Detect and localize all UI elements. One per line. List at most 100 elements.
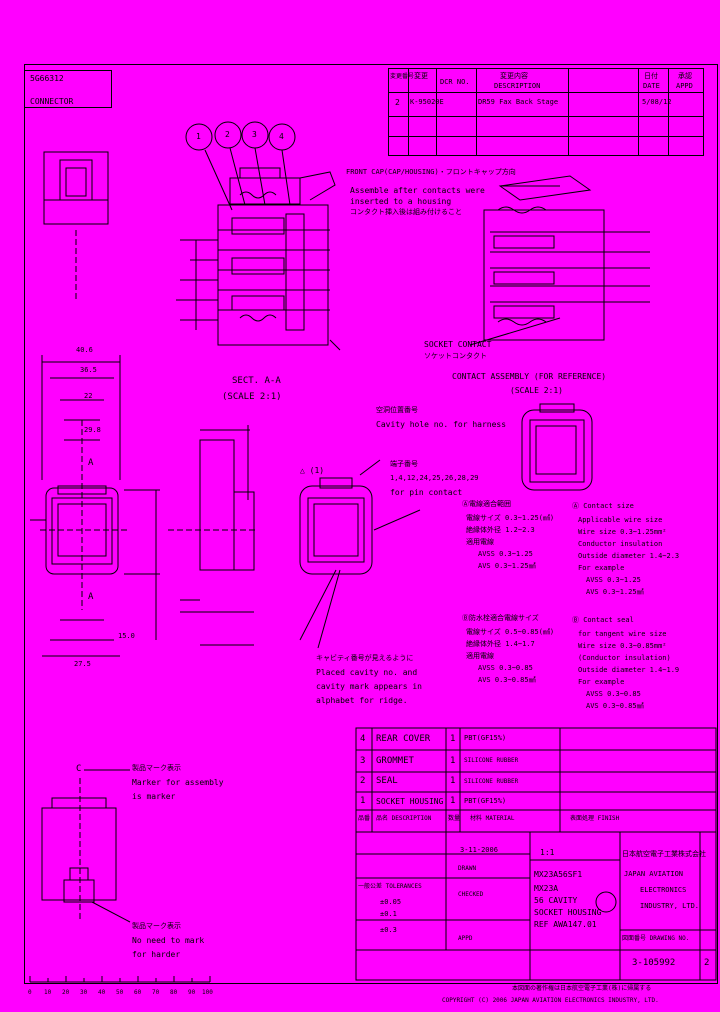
drawing-no-label: 図面番号 DRAWING NO. — [622, 935, 690, 942]
rev-col-content: 変更内容 — [500, 72, 528, 80]
en-a-4: Outside diameter 1.4~2.3 — [578, 552, 680, 560]
part-name-2: SEAL — [376, 776, 398, 786]
mark-note-2: cavity mark appears in — [316, 682, 422, 691]
mark-note-3: alphabet for ridge. — [316, 696, 408, 705]
assembly-note-1: Assemble after contacts were — [350, 186, 485, 195]
front-cap-label: FRONT CAP(CAP/HOUSING)・フロントキャップ方向 — [346, 168, 516, 176]
parts-hdr-desc: 品名 DESCRIPTION — [376, 815, 432, 822]
callout-4: 4 — [279, 132, 284, 141]
contact-assembly-drawing — [469, 175, 650, 346]
en-b-7: AVS 0.3~0.85㎟ — [586, 702, 644, 710]
tolerance-1: ±0.05 — [380, 898, 402, 906]
lower-label-c: C — [76, 764, 82, 774]
jp-b-4: AVSS 0.3~0.85 — [478, 664, 533, 672]
cavity-grid — [57, 425, 577, 557]
ruler-40: 40 — [98, 989, 106, 996]
tolerance-3: ±0.3 — [380, 926, 397, 934]
tolerance-label: 一般公差 TOLERANCES — [358, 883, 422, 890]
ruler-10: 10 — [44, 989, 52, 996]
title-drawn: DRAWN — [458, 865, 477, 872]
title-name-3: SOCKET HOUSING — [534, 908, 602, 917]
cavity-note-jp: 空洞位置番号 — [376, 406, 418, 414]
part-no-2: 2 — [360, 776, 366, 786]
jp-a-4: AVSS 0.3~1.25 — [478, 550, 533, 558]
company-1: JAPAN AVIATION — [624, 870, 684, 878]
ruler-20: 20 — [62, 989, 70, 996]
part-qty-1: 1 — [450, 796, 456, 806]
en-b-3: (Conductor insulation) — [578, 654, 671, 662]
section-title: SECT. A-A — [232, 376, 281, 386]
en-b-1: for tangent wire size — [578, 630, 667, 638]
doc-number-box — [24, 70, 112, 108]
title-scale: 1:1 — [540, 848, 555, 857]
revision-table — [388, 68, 704, 156]
ruler-0: 0 — [28, 989, 32, 996]
jp-b-5: AVS 0.3~0.85㎟ — [478, 676, 536, 684]
ruler-70: 70 — [152, 989, 160, 996]
title-name-2: 56 CAVITY — [534, 896, 578, 905]
section-mark-a-top: A — [88, 458, 94, 468]
part-qty-2: 1 — [450, 776, 456, 786]
jp-b-1: 電線サイズ 0.5~0.85(㎟) — [466, 628, 555, 636]
company-3: INDUSTRY, LTD. — [640, 902, 700, 910]
marker-2: is marker — [132, 792, 176, 801]
mark-note-jp: キャビティ番号が見えるように — [316, 654, 414, 662]
jp-a-title: Ⓐ電線適合範囲 — [462, 500, 511, 508]
socket-contact-label: SOCKET CONTACT — [424, 340, 492, 349]
contact-assembly-label: CONTACT ASSEMBLY (FOR REFERENCE) — [452, 372, 607, 381]
contact-pos: 1,4,12,24,25,26,28,29 — [390, 474, 479, 482]
jp-b-title: Ⓑ防水栓適合電線サイズ — [462, 614, 539, 622]
sheet-no: 2 — [704, 958, 710, 968]
ruler-100: 100 — [202, 989, 213, 996]
title-approved: APPD — [458, 935, 473, 942]
part-qty-4: 1 — [450, 734, 456, 744]
contact-assembly-scale: (SCALE 2:1) — [510, 386, 563, 395]
side-view-drawing — [168, 425, 258, 646]
doc-number: 5G66312 — [30, 74, 64, 83]
ruler-90: 90 — [188, 989, 196, 996]
section-scale: (SCALE 2:1) — [222, 392, 282, 402]
part-mat-3: SILICONE RUBBER — [464, 757, 519, 764]
rear-view-drawing — [299, 459, 421, 649]
en-a-6: AVSS 0.3~1.25 — [586, 576, 641, 584]
section-a-a-drawing — [176, 121, 341, 351]
en-a-3: Conductor insulation — [578, 540, 663, 548]
company-jp: 日本航空電子工業株式会社 — [622, 850, 706, 858]
company-logo — [595, 891, 617, 913]
title-part-no: MX23A56SF1 — [534, 870, 583, 879]
assembly-note-3: コンタクト挿入後は組み付けること — [350, 208, 462, 216]
nomark-2: for harder — [132, 950, 181, 959]
parts-hdr-qty: 数量 — [448, 815, 461, 822]
front-view-drawing — [30, 355, 160, 657]
title-name-4: REF AWA147.01 — [534, 920, 597, 929]
rev-row-no: 2 — [395, 98, 400, 107]
dim-27-5: 27.5 — [74, 660, 91, 668]
mark-note-1: Placed cavity no. and — [316, 668, 418, 677]
socket-contact-jp: ソケットコンタクト — [424, 352, 487, 360]
plug-marks: △ (1) — [300, 466, 325, 475]
rev-col-change: 変更 — [414, 72, 428, 80]
company-2: ELECTRONICS — [640, 886, 687, 894]
footer-copyright-jp: 本図面の著作権は日本航空電子工業(株)に帰属する — [512, 985, 652, 992]
en-b-title: Ⓑ Contact seal — [572, 616, 634, 624]
part-name-4: REAR COVER — [376, 734, 431, 744]
parts-hdr-material: 材料 MATERIAL — [470, 815, 515, 822]
nomark-1: No need to mark — [132, 936, 205, 945]
footer-copyright: COPYRIGHT (C) 2006 JAPAN AVIATION ELECTR… — [442, 997, 659, 1004]
section-mark-a-bottom: A — [88, 592, 94, 602]
jp-b-2: 絶縁体外径 1.4~1.7 — [466, 640, 535, 648]
jp-a-5: AVS 0.3~1.25㎟ — [478, 562, 536, 570]
note-ref: CONNECTOR — [30, 97, 74, 106]
jp-b-3: 適用電線 — [466, 652, 494, 660]
dim-22: 22 — [84, 392, 93, 400]
callout-1: 1 — [196, 132, 201, 141]
title-block-grid — [355, 831, 717, 981]
part-name-1: SOCKET HOUSING — [376, 797, 444, 806]
jp-a-3: 適用電線 — [466, 538, 494, 546]
assembly-note-2: inserted to a housing — [350, 197, 452, 206]
rev-col-appd: APPD — [676, 82, 693, 90]
part-no-3: 3 — [360, 756, 366, 766]
parts-hdr-no: 品番 — [358, 815, 371, 822]
contact-pos-2: for pin contact — [390, 488, 463, 497]
